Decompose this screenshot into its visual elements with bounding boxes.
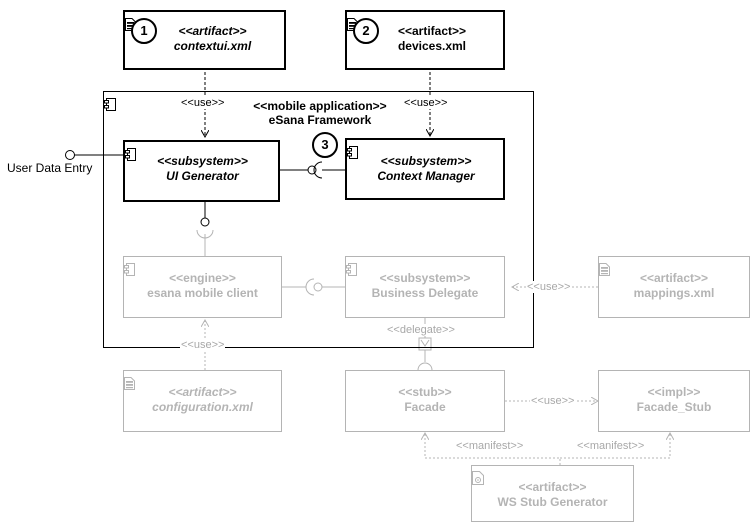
- node-stereotype: <<engine>>: [169, 271, 236, 285]
- component-icon: [347, 146, 358, 159]
- label-use-facade-stub: <<use>>: [530, 395, 576, 407]
- node-context-manager[interactable]: <<subsystem>> Context Manager: [345, 138, 505, 200]
- node-stereotype: <<artifact>>: [178, 24, 247, 38]
- component-icon: [124, 263, 135, 276]
- badge-3: 3: [312, 132, 338, 158]
- node-stereotype: <<subsystem>>: [379, 271, 471, 285]
- node-stereotype: <<artifact>>: [397, 24, 467, 38]
- business-delegate-required-interface-icon: [305, 278, 315, 296]
- node-name: configuration.xml: [152, 400, 253, 414]
- label-manifest-right: <<manifest>>: [576, 440, 646, 452]
- node-stereotype: <<subsystem>>: [380, 154, 472, 168]
- node-name: WS Stub Generator: [497, 495, 608, 509]
- artifact-icon: [124, 377, 135, 390]
- engine-provided-interface-icon: [200, 217, 210, 227]
- node-name: Facade_Stub: [636, 400, 712, 414]
- node-name: Facade: [404, 400, 446, 414]
- badge-2: 2: [353, 18, 379, 44]
- edge-manifest-right: [560, 433, 670, 459]
- label-use-mappings: <<use>>: [526, 281, 572, 293]
- context-manager-required-interface-icon: [313, 161, 323, 179]
- label-use-contextui: <<use>>: [180, 97, 226, 109]
- framework-stereotype: <<mobile application>>: [253, 99, 387, 113]
- node-mappings[interactable]: <<artifact>> mappings.xml: [598, 256, 750, 318]
- node-stereotype: <<artifact>>: [518, 480, 587, 494]
- node-configuration[interactable]: <<artifact>> configuration.xml: [123, 370, 282, 432]
- framework-frame: [103, 91, 534, 348]
- node-ws-stub-generator[interactable]: <<artifact>> WS Stub Generator: [471, 465, 634, 522]
- node-stereotype: <<impl>>: [647, 385, 701, 399]
- user-data-entry-label: User Data Entry: [7, 161, 93, 175]
- label-delegate: <<delegate>>: [386, 324, 456, 336]
- label-use-configuration: <<use>>: [180, 339, 226, 351]
- node-name: mappings.xml: [633, 286, 715, 300]
- user-data-entry-interface-icon: [65, 150, 75, 160]
- node-stereotype: <<artifact>>: [168, 385, 237, 399]
- node-engine[interactable]: <<engine>> esana mobile client: [123, 256, 282, 318]
- node-facade[interactable]: <<stub>> Facade: [345, 370, 505, 432]
- artifact-icon: [599, 263, 610, 276]
- node-stereotype: <<stub>>: [398, 385, 452, 399]
- node-stereotype: <<subsystem>>: [157, 154, 248, 168]
- node-stereotype: <<artifact>>: [639, 271, 709, 285]
- label-use-devices: <<use>>: [403, 97, 449, 109]
- node-facade-stub[interactable]: <<impl>> Facade_Stub: [598, 370, 750, 432]
- component-icon: [346, 263, 357, 276]
- node-name: devices.xml: [397, 39, 467, 53]
- node-name: esana mobile client: [147, 286, 258, 300]
- component-icon: [125, 148, 136, 161]
- artifact-gear-icon: [472, 471, 484, 485]
- badge-1: 1: [131, 18, 157, 44]
- node-name: Context Manager: [377, 169, 475, 183]
- facade-required-interface-icon: [417, 362, 433, 371]
- framework-title: eSana Framework: [268, 113, 372, 127]
- node-name: contextui.xml: [173, 39, 252, 53]
- component-icon: [104, 98, 116, 111]
- label-manifest-left: <<manifest>>: [455, 440, 525, 452]
- node-name: UI Generator: [166, 169, 239, 183]
- node-name: Business Delegate: [371, 286, 479, 300]
- node-business-delegate[interactable]: <<subsystem>> Business Delegate: [345, 256, 505, 318]
- node-ui-generator[interactable]: <<subsystem>> UI Generator: [123, 140, 280, 202]
